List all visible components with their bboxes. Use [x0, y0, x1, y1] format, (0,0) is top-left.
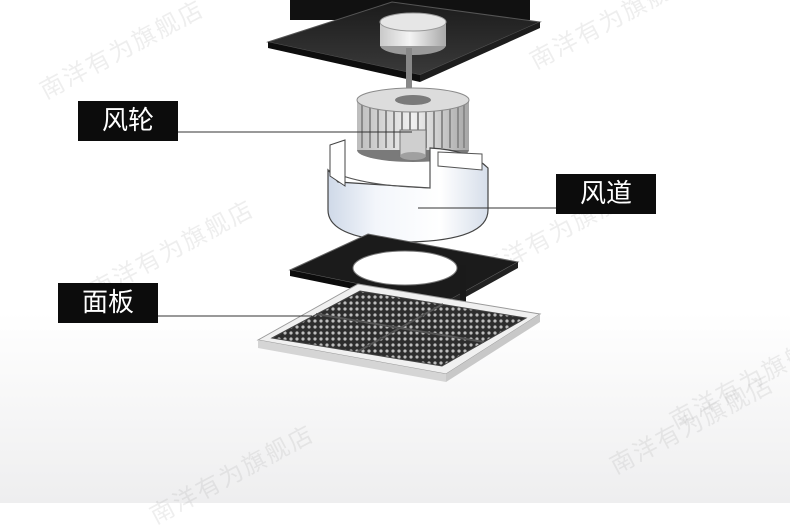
fan-illustration	[158, 0, 556, 382]
face-panel	[256, 283, 542, 382]
exploded-view-stage: 南洋有为旗舰店 南洋有为旗舰店 南洋有为旗舰店 南洋有为旗舰店 南洋有为旗舰店 …	[35, 0, 790, 530]
motor	[379, 12, 447, 90]
mounting-plate	[288, 233, 520, 308]
air-duct	[327, 139, 489, 243]
panel-label: 面板	[58, 283, 158, 323]
duct-label: 风道	[556, 174, 656, 214]
impeller-wheel	[356, 87, 470, 162]
impeller-label: 风轮	[78, 101, 178, 141]
